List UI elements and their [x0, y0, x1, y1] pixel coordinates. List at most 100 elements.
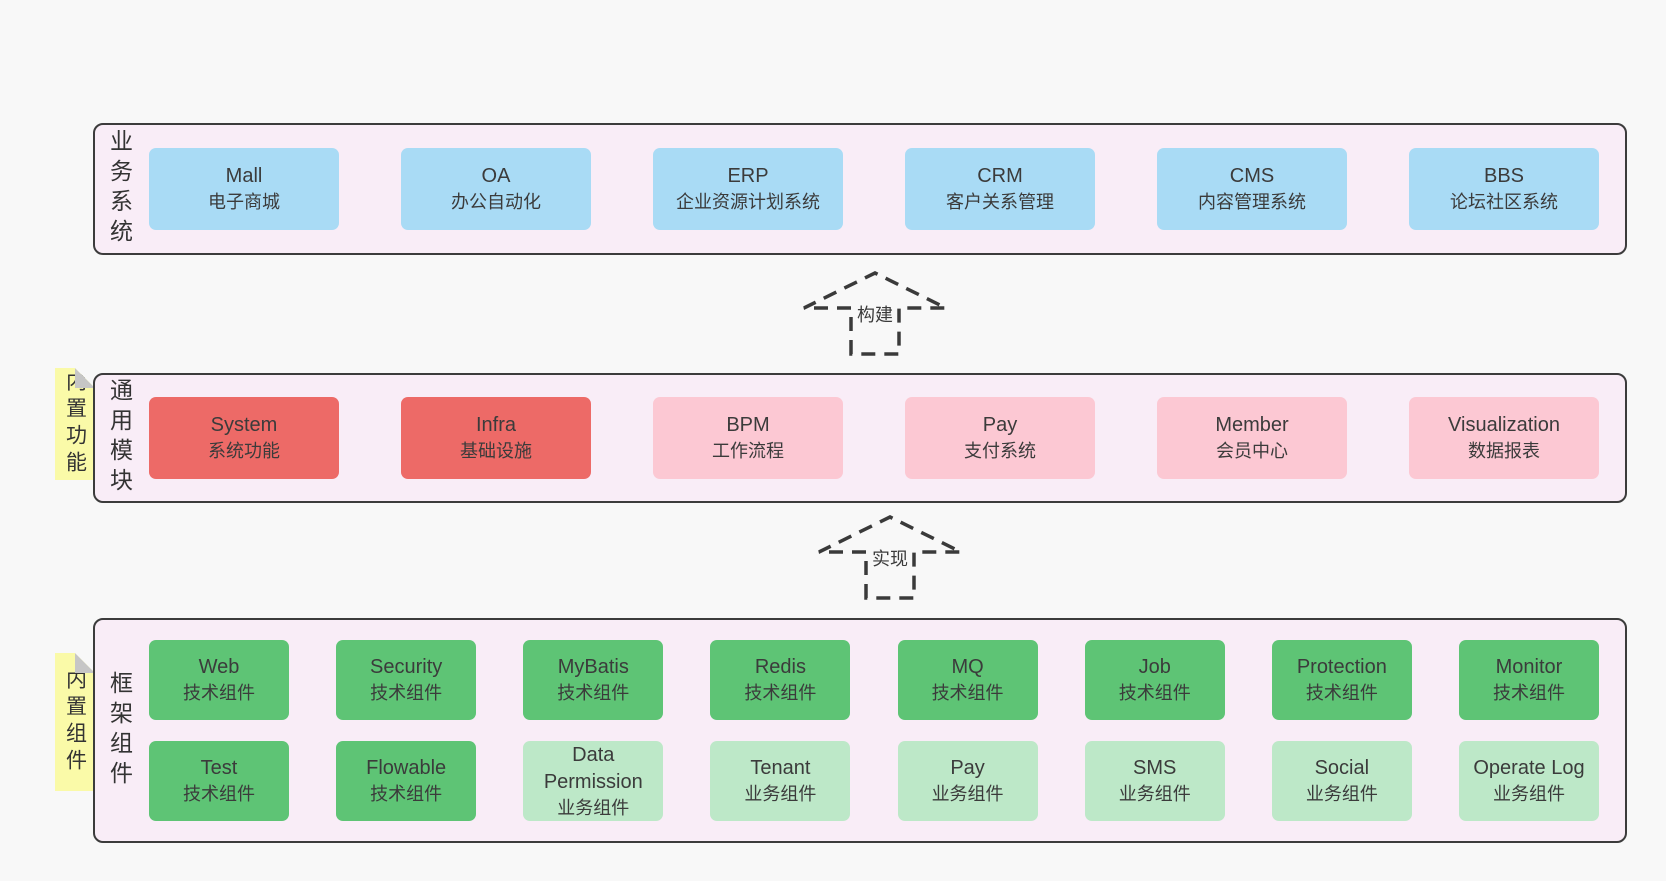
- layer-label-text: 通用模块: [106, 378, 133, 498]
- box-subtitle: 基础设施: [460, 441, 532, 462]
- box-subtitle: 技术组件: [370, 683, 443, 704]
- box-infra: Infra 基础设施: [401, 397, 591, 479]
- box-subtitle: 技术组件: [1492, 683, 1565, 704]
- box-title: Test: [200, 757, 238, 780]
- box-title: ERP: [727, 165, 769, 188]
- box-mq: MQ 技术组件: [897, 640, 1038, 720]
- box-title: MQ: [951, 656, 984, 679]
- box-subtitle: 客户关系管理: [946, 192, 1054, 213]
- box-bpm: BPM 工作流程: [653, 397, 843, 479]
- box-title: MyBatis: [557, 656, 629, 679]
- sticky-note-text: 内置组件: [63, 668, 87, 776]
- box-title: Social: [1314, 757, 1370, 780]
- box-web: Web 技术组件: [149, 640, 289, 720]
- layer-label-components: 框架组件: [95, 620, 143, 841]
- box-title: CRM: [977, 165, 1023, 188]
- box-member: Member 会员中心: [1157, 397, 1347, 479]
- box-title: SMS: [1133, 757, 1177, 780]
- box-subtitle: 论坛社区系统: [1450, 192, 1558, 213]
- box-subtitle: 办公自动化: [451, 192, 541, 213]
- box-subtitle: 技术组件: [370, 784, 443, 805]
- box-job: Job 技术组件: [1084, 640, 1225, 720]
- sticky-fold-corner: [75, 653, 95, 673]
- box-subtitle: 业务组件: [1305, 784, 1378, 805]
- box-subtitle: 技术组件: [183, 683, 255, 704]
- box-subtitle: 技术组件: [183, 784, 255, 805]
- box-title: Operate Log: [1473, 757, 1585, 780]
- sticky-note-builtin-features: 内置功能: [55, 368, 95, 480]
- box-subtitle: 业务组件: [1492, 784, 1565, 805]
- layer-label-text: 框架组件: [106, 670, 133, 791]
- box-subtitle: 技术组件: [744, 683, 817, 704]
- box-subtitle: 会员中心: [1216, 441, 1288, 462]
- box-subtitle: 系统功能: [208, 441, 280, 462]
- box-sms: SMS 业务组件: [1084, 741, 1225, 821]
- box-monitor: Monitor 技术组件: [1458, 640, 1599, 720]
- box-subtitle: 数据报表: [1468, 441, 1540, 462]
- box-mybatis: MyBatis 技术组件: [523, 640, 664, 720]
- box-security: Security 技术组件: [336, 640, 477, 720]
- box-title: Flowable: [366, 757, 447, 780]
- box-test: Test 技术组件: [149, 741, 289, 821]
- box-title: Job: [1138, 656, 1171, 679]
- box-redis: Redis 技术组件: [710, 640, 851, 720]
- box-title: CMS: [1229, 165, 1275, 188]
- box-title: Monitor: [1495, 656, 1563, 679]
- box-subtitle: 业务组件: [1118, 784, 1191, 805]
- box-title: Security: [370, 656, 443, 679]
- arrow-implement-label: 实现: [868, 544, 912, 572]
- box-subtitle: 技术组件: [931, 683, 1004, 704]
- layer-label-text: 业务系统: [106, 129, 133, 249]
- box-oa: OA 办公自动化: [401, 148, 591, 230]
- box-title: Protection: [1296, 656, 1387, 679]
- box-title: Visualization: [1448, 414, 1560, 437]
- box-title: Member: [1215, 414, 1289, 437]
- box-subtitle: 技术组件: [1118, 683, 1191, 704]
- box-subtitle: 支付系统: [964, 441, 1036, 462]
- box-flowable: Flowable 技术组件: [336, 741, 477, 821]
- box-visualization: Visualization 数据报表: [1409, 397, 1599, 479]
- sticky-note-builtin-components: 内置组件: [55, 653, 95, 791]
- box-cms: CMS 内容管理系统: [1157, 148, 1347, 230]
- box-subtitle: 工作流程: [712, 441, 784, 462]
- box-title: Web: [198, 656, 240, 679]
- box-title: OA: [481, 165, 511, 188]
- dashed-up-arrow-icon: [818, 515, 962, 600]
- box-title: Data Permission: [543, 743, 643, 793]
- box-title: BPM: [726, 414, 770, 437]
- box-subtitle: 技术组件: [557, 683, 630, 704]
- box-subtitle: 电子商城: [208, 192, 280, 213]
- arrow-implement: 实现: [815, 514, 965, 600]
- box-system: System 系统功能: [149, 397, 339, 479]
- box-subtitle: 内容管理系统: [1198, 192, 1306, 213]
- box-bbs: BBS 论坛社区系统: [1409, 148, 1599, 230]
- box-title: BBS: [1483, 165, 1525, 188]
- dashed-up-arrow-icon: [803, 271, 947, 356]
- layer-label-business: 业务系统: [95, 125, 143, 253]
- sticky-note-text: 内置功能: [63, 370, 87, 478]
- arrow-build-label: 构建: [853, 300, 897, 328]
- box-social: Social 业务组件: [1271, 741, 1412, 821]
- arrow-build: 构建: [800, 270, 950, 356]
- box-subtitle: 业务组件: [557, 797, 630, 818]
- box-title: Infra: [475, 414, 517, 437]
- box-title: Mall: [225, 165, 263, 188]
- box-subtitle: 业务组件: [744, 784, 817, 805]
- box-crm: CRM 客户关系管理: [905, 148, 1095, 230]
- layer-label-modules: 通用模块: [95, 375, 143, 501]
- box-protection: Protection 技术组件: [1271, 640, 1412, 720]
- box-title: System: [210, 414, 278, 437]
- box-subtitle: 技术组件: [1305, 683, 1378, 704]
- box-subtitle: 业务组件: [931, 784, 1004, 805]
- components-row-2: Test 技术组件 Flowable 技术组件 Data Permission 业务组件 T…: [149, 741, 1599, 821]
- box-title: Redis: [754, 656, 806, 679]
